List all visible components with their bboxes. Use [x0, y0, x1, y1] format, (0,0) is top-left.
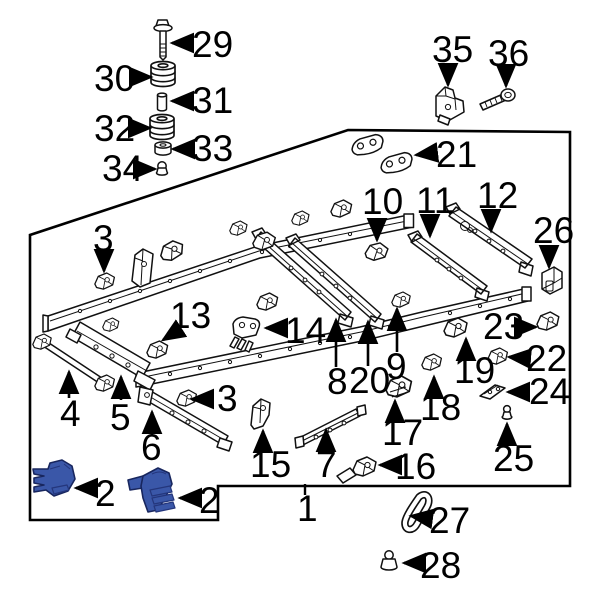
callout-2-right[interactable]: 2: [199, 480, 220, 521]
callout-15[interactable]: 15: [250, 444, 291, 485]
callout-32[interactable]: 32: [94, 108, 135, 149]
part-bracket-9: [391, 291, 411, 308]
callout-3-upper[interactable]: 3: [93, 218, 114, 259]
callout-12[interactable]: 12: [477, 175, 518, 216]
highlighted-part-2-left[interactable]: [32, 459, 76, 497]
part-bracket-10: [363, 240, 390, 263]
callout-3-lower[interactable]: 3: [217, 378, 238, 419]
callout-22[interactable]: 22: [526, 338, 567, 379]
callout-4[interactable]: 4: [60, 393, 81, 434]
diagram-frame-box: [28, 128, 572, 522]
part-bracket-18: [421, 353, 443, 371]
part-mount-21b: [378, 150, 415, 176]
callout-labels: 29 30 31 32 33 34 35 36 21 3 13 10 11 12…: [60, 24, 574, 586]
part-crossmember-12: [445, 202, 534, 277]
callout-29[interactable]: 29: [192, 24, 233, 65]
callout-6[interactable]: 6: [141, 427, 162, 468]
part-crossmember-11: [407, 230, 490, 302]
callout-21[interactable]: 21: [436, 134, 477, 175]
part-bracket-15: [250, 398, 271, 430]
callout-20[interactable]: 20: [349, 360, 390, 401]
callout-8[interactable]: 8: [327, 361, 348, 402]
callout-26[interactable]: 26: [533, 210, 574, 251]
callout-24[interactable]: 24: [529, 371, 570, 412]
callout-30[interactable]: 30: [94, 58, 135, 99]
callout-18[interactable]: 18: [420, 387, 461, 428]
callout-10[interactable]: 10: [362, 181, 403, 222]
part-cushion-32: [149, 113, 175, 141]
part-grommet-34: [155, 161, 169, 176]
part-bracket-16: [336, 456, 377, 484]
part-bracket-13: [146, 340, 169, 359]
part-tube-27: [401, 491, 433, 534]
part-collar-31: [156, 92, 168, 112]
callout-27[interactable]: 27: [429, 500, 470, 541]
part-clamp-bracket: [330, 199, 353, 218]
callout-16[interactable]: 16: [395, 446, 436, 487]
part-ring-bracket: [291, 210, 310, 226]
callout-25[interactable]: 25: [493, 438, 534, 479]
callout-7[interactable]: 7: [316, 444, 337, 485]
callout-17[interactable]: 17: [382, 412, 423, 453]
part-bracket-23: [536, 311, 560, 331]
part-bracket-17: [385, 375, 413, 398]
callout-34[interactable]: 34: [102, 148, 143, 189]
callout-11[interactable]: 11: [416, 180, 454, 221]
callout-1[interactable]: 1: [297, 488, 318, 529]
part-bracket-35: [435, 86, 465, 126]
part-bolt-36: [479, 88, 516, 111]
callout-5[interactable]: 5: [110, 397, 131, 438]
highlighted-part-2-right[interactable]: [127, 467, 176, 513]
part-bolt-25: [501, 404, 513, 420]
part-bracket-3-upper: [94, 272, 116, 290]
callout-28[interactable]: 28: [420, 545, 461, 586]
part-washer-33: [154, 141, 172, 156]
part-pillar-bracket: [131, 248, 154, 288]
callout-9[interactable]: 9: [386, 346, 407, 387]
part-small-bracket-b: [229, 220, 248, 236]
part-small-bracket-a: [102, 317, 120, 332]
callout-19[interactable]: 19: [454, 350, 495, 391]
part-bolt-29: [153, 19, 173, 61]
part-crossmember-5: [65, 321, 156, 391]
part-mount-21a: [349, 132, 386, 158]
part-mount-14: [229, 316, 261, 353]
callout-33[interactable]: 33: [192, 128, 233, 169]
callout-arrows: [58, 32, 560, 574]
part-small-bracket-d: [256, 292, 279, 311]
part-cushion-26: [541, 266, 563, 295]
callout-36[interactable]: 36: [488, 33, 529, 74]
part-crossmember-7: [294, 404, 367, 449]
part-crossmember-4: [32, 333, 116, 392]
part-cushion-30: [150, 60, 176, 88]
callout-35[interactable]: 35: [432, 29, 473, 70]
part-wing-bracket: [158, 238, 186, 263]
callout-14[interactable]: 14: [285, 310, 326, 351]
callout-2-left[interactable]: 2: [95, 473, 116, 514]
part-bolt-28: [380, 550, 398, 571]
part-plate-24: [479, 384, 506, 400]
part-crossmember-20: [285, 233, 385, 330]
callout-23[interactable]: 23: [483, 306, 524, 347]
part-crossmember-6: [137, 386, 233, 452]
callout-31[interactable]: 31: [192, 80, 233, 121]
callout-13[interactable]: 13: [170, 295, 211, 336]
